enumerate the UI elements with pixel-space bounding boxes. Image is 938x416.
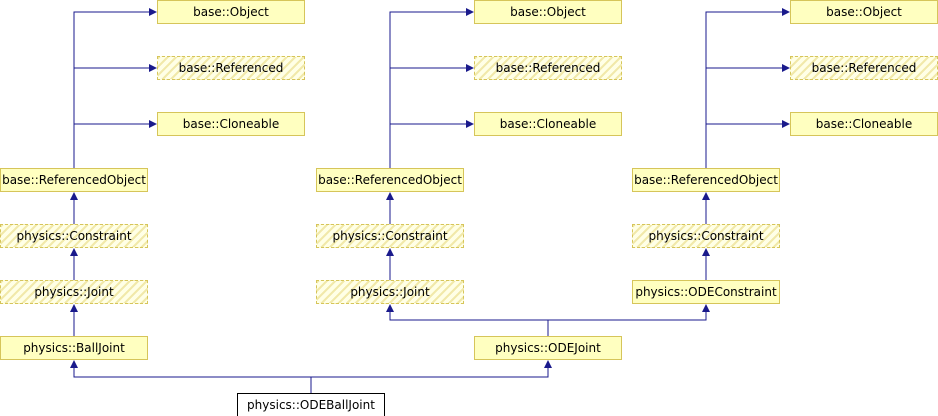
- node-cloneable-2[interactable]: base::Cloneable: [474, 112, 622, 136]
- edge-odejoint-odeconstraint: [548, 305, 707, 321]
- node-referenced-object-1[interactable]: base::ReferencedObject: [0, 168, 148, 192]
- arrow-constraint-1: [70, 248, 78, 256]
- arrow-referenced-1: [149, 64, 157, 72]
- node-referenced-3[interactable]: base::Referenced: [790, 56, 938, 80]
- arrow-ode-constraint: [702, 304, 710, 312]
- node-object-2[interactable]: base::Object: [474, 0, 622, 24]
- node-constraint-2[interactable]: physics::Constraint: [316, 224, 464, 248]
- edge-spine-3: [705, 11, 789, 168]
- node-ode-constraint[interactable]: physics::ODEConstraint: [632, 280, 780, 304]
- node-constraint-1[interactable]: physics::Constraint: [0, 224, 148, 248]
- node-constraint-3[interactable]: physics::Constraint: [632, 224, 780, 248]
- arrow-joint-2: [386, 304, 394, 312]
- node-ball-joint[interactable]: physics::BallJoint: [0, 336, 148, 360]
- node-joint-2[interactable]: physics::Joint: [316, 280, 464, 304]
- node-object-3[interactable]: base::Object: [790, 0, 938, 24]
- node-referenced-1[interactable]: base::Referenced: [157, 56, 305, 80]
- arrow-referenced-object-1: [70, 192, 78, 200]
- arrow-object-1: [149, 8, 157, 16]
- arrow-ode-joint: [544, 360, 552, 368]
- node-referenced-object-3[interactable]: base::ReferencedObject: [632, 168, 780, 192]
- arrow-referenced-3: [782, 64, 790, 72]
- edge-odejoint-parents: [389, 305, 549, 336]
- node-referenced-object-2[interactable]: base::ReferencedObject: [316, 168, 464, 192]
- arrow-referenced-object-3: [702, 192, 710, 200]
- node-referenced-2[interactable]: base::Referenced: [474, 56, 622, 80]
- arrow-object-2: [466, 8, 474, 16]
- edge-spine-1: [73, 11, 156, 168]
- node-ode-ball-joint[interactable]: physics::ODEBallJoint: [237, 393, 385, 416]
- edge-spine-2: [389, 11, 473, 168]
- node-cloneable-3[interactable]: base::Cloneable: [790, 112, 938, 136]
- arrow-constraint-3: [702, 248, 710, 256]
- edge-odeballjoint-odejoint: [311, 361, 549, 378]
- arrow-cloneable-1: [149, 120, 157, 128]
- arrow-joint-1: [70, 304, 78, 312]
- arrow-cloneable-3: [782, 120, 790, 128]
- node-joint-1[interactable]: physics::Joint: [0, 280, 148, 304]
- node-cloneable-1[interactable]: base::Cloneable: [157, 112, 305, 136]
- arrow-referenced-object-2: [386, 192, 394, 200]
- arrow-cloneable-2: [466, 120, 474, 128]
- arrow-constraint-2: [386, 248, 394, 256]
- arrow-referenced-2: [466, 64, 474, 72]
- node-ode-joint[interactable]: physics::ODEJoint: [474, 336, 622, 360]
- arrow-ball-joint: [70, 360, 78, 368]
- node-object-1[interactable]: base::Object: [157, 0, 305, 24]
- edge-odeballjoint-parents: [73, 361, 312, 393]
- arrow-object-3: [782, 8, 790, 16]
